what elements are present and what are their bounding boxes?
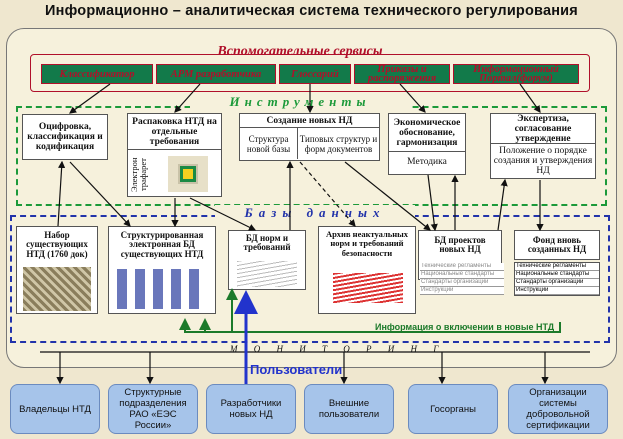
tool-create[interactable]: Создание новых НД Структура новой базы Т… [239, 113, 380, 161]
structured-docs-icon [117, 269, 207, 309]
chip-icon [168, 156, 208, 192]
user-gov[interactable]: Госорганы [408, 384, 498, 434]
db-archive[interactable]: Архив неактуальных норм и требований без… [318, 226, 416, 314]
db-structured[interactable]: Структурированная электронная БД существ… [108, 226, 216, 314]
tool-create-templates: Типовых структур и форм документов [299, 133, 378, 154]
user-developers[interactable]: Разработчики новых НД [206, 384, 296, 434]
row-instructions: Инструкции [420, 287, 504, 295]
fund-row-nat-standards: Национальные стандарты [515, 271, 599, 279]
stack-icon [237, 261, 297, 287]
fund-row-tech-regs: Технические регламенты [515, 263, 599, 271]
db-projects-rows: Технические регламенты Национальные стан… [420, 263, 504, 295]
user-owners[interactable]: Владельцы НТД [10, 384, 100, 434]
db-norms-label: БД норм и требований [243, 232, 291, 252]
aux-classifier[interactable]: Классификатор [41, 64, 153, 84]
user-certification[interactable]: Организации системы добровольной сертифи… [508, 384, 608, 434]
tool-unpack[interactable]: Распаковка НТД на отдельные требования Э… [127, 113, 222, 197]
db-existing-set[interactable]: Набор существующих НТД (1760 док) [16, 226, 98, 314]
users-label: Пользователи [250, 362, 343, 377]
tool-expert-title: Экспертиза, согласование утверждение [491, 114, 595, 144]
databases-title: Базы данных [215, 205, 415, 221]
user-external[interactable]: Внешние пользователи [304, 384, 394, 434]
info-line-label: Информация о включении в новые НТД [375, 322, 555, 332]
system-frame [6, 28, 617, 368]
db-projects-label: БД проектов новых НД [434, 234, 486, 254]
user-divisions[interactable]: Структурные подразделения РАО «ЕЭС Росси… [108, 384, 198, 434]
tool-econ-method: Методика [407, 157, 447, 167]
fund-row-instructions: Инструкции [515, 287, 599, 295]
aux-glossary[interactable]: Глоссарий [279, 64, 351, 84]
db-fund-rows: Технические регламенты Национальные стан… [514, 262, 600, 296]
aux-workstation[interactable]: АРМ разработчика [156, 64, 276, 84]
row-tech-regs: Технические регламенты [420, 263, 504, 271]
tool-expert[interactable]: Экспертиза, согласование утверждение Пол… [490, 113, 596, 179]
monitoring-label: М О Н И Т О Р И Н Г [230, 344, 446, 354]
db-fund-label: Фонд вновь созданных НД [527, 234, 587, 254]
aux-orders[interactable]: Приказы и распоряжения [354, 64, 450, 84]
db-fund[interactable]: Фонд вновь созданных НД [514, 230, 600, 260]
tool-digitize[interactable]: Оцифровка, классификация и кодификация [22, 114, 108, 160]
db-archive-label: Архив неактуальных норм и требований без… [325, 228, 409, 258]
tool-econ-title: Экономическое обоснование, гармонизация [389, 114, 465, 152]
row-nat-standards: Национальные стандарты [420, 271, 504, 279]
tool-unpack-label: Распаковка НТД на отдельные требования [128, 114, 221, 150]
tool-econ[interactable]: Экономическое обоснование, гармонизация … [388, 113, 466, 175]
documents-icon [23, 267, 91, 311]
fund-row-org-standards: Стандарты организаций [515, 279, 599, 287]
tool-expert-regulation: Положение о порядке создания и утвержден… [493, 146, 593, 176]
tool-create-structure: Структура новой базы [240, 128, 298, 159]
page-title: Информационно – аналитическая система те… [45, 3, 578, 19]
tools-title: Инструменты [190, 94, 410, 110]
tool-create-title: Создание новых НД [240, 114, 379, 128]
aux-services-title: Вспомогательные сервисы [217, 44, 383, 59]
db-norms[interactable]: БД норм и требований [228, 230, 306, 290]
archive-stack-icon [333, 273, 403, 303]
row-org-standards: Стандарты организаций [420, 279, 504, 287]
db-structured-label: Структурированная электронная БД существ… [120, 229, 204, 259]
db-existing-set-label: Набор существующих НТД (1760 док) [26, 229, 88, 259]
aux-portal[interactable]: Информационный Портал(форум) [453, 64, 579, 84]
